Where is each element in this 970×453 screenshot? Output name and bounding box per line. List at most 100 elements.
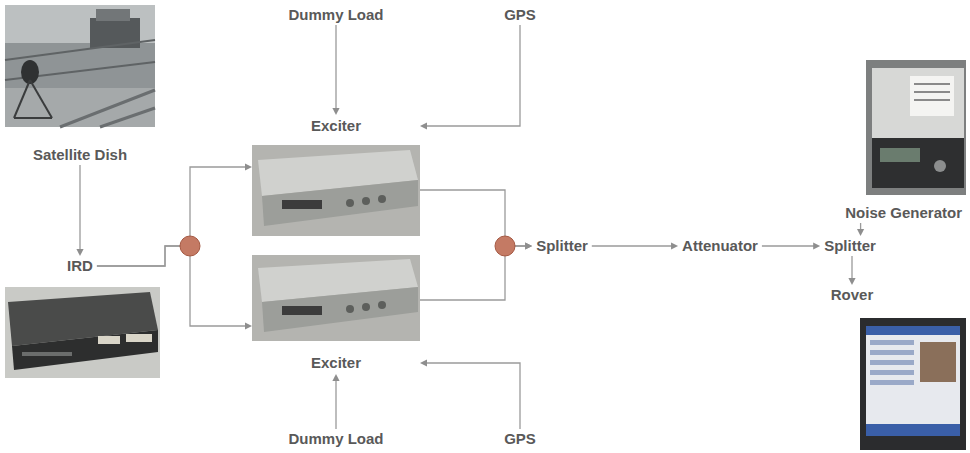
photo-ground [5, 5, 155, 127]
signal-connector [76, 165, 83, 256]
screen-row [870, 370, 914, 375]
signal-connector [592, 242, 678, 249]
arrow-head [525, 242, 532, 249]
railing [60, 90, 155, 127]
connector-line [592, 245, 672, 246]
signal-connector [762, 242, 820, 249]
device-front [262, 180, 418, 226]
node-text: Dummy Load [288, 430, 383, 448]
signal-connector [420, 25, 520, 130]
junction-dot [495, 236, 515, 256]
node-text: Rover [831, 286, 874, 304]
signal-connector [97, 163, 252, 266]
node-text: Dummy Load [288, 6, 383, 24]
arrow-head [525, 242, 532, 249]
device-knob [362, 197, 370, 205]
device-slot [22, 352, 72, 356]
node-text: Attenuator [682, 237, 758, 255]
arrow-head [245, 322, 252, 329]
connector-line [97, 167, 246, 266]
device-top [872, 68, 964, 138]
sticker-line [914, 83, 950, 85]
connector-line [97, 246, 246, 326]
rooftop-floor [5, 88, 155, 127]
node-text: Splitter [824, 237, 876, 255]
signal-connector [420, 359, 520, 429]
node-text: Exciter [311, 117, 361, 135]
device-knob [378, 301, 386, 309]
connector-line [860, 223, 861, 230]
screen-row [870, 360, 914, 365]
ird-photo [5, 287, 160, 378]
arrow-head [332, 108, 339, 115]
exciter-photo [252, 145, 420, 236]
satellite-dish-photo [5, 5, 155, 127]
noise-generator-photo [866, 60, 966, 195]
arrow-head [848, 278, 855, 285]
node-label: GPS [500, 429, 540, 449]
signal-connector [857, 223, 864, 236]
signal-connector [97, 246, 252, 330]
photo-ground [252, 255, 420, 341]
node-label: IRD [63, 256, 97, 276]
sticker-line [914, 91, 950, 93]
dish-mount [14, 117, 52, 119]
device-front [872, 138, 964, 188]
junction-dot [180, 236, 200, 256]
screen-footer [866, 424, 960, 436]
signal-connector [420, 190, 532, 250]
signal-connector [420, 242, 532, 300]
device-display [282, 200, 322, 209]
screen-row [870, 340, 914, 345]
node-text: Exciter [311, 354, 361, 372]
screen-row [870, 350, 914, 355]
arrow-head [671, 242, 678, 249]
device-knob [378, 195, 386, 203]
rooftop-box [96, 9, 130, 21]
screen-header [866, 326, 960, 335]
connector-line [426, 25, 520, 126]
node-label: Attenuator [678, 236, 762, 256]
device-front [12, 330, 158, 370]
dish-mount [30, 80, 52, 118]
arrow-head [857, 229, 864, 236]
device-display [880, 148, 920, 162]
signal-connector [332, 25, 339, 115]
node-text: GPS [504, 6, 536, 24]
photo-ground [866, 60, 966, 195]
arrow-head [420, 122, 427, 129]
node-text: Noise Generator [845, 204, 962, 222]
screen-picture [920, 342, 956, 382]
rover-photo [860, 318, 966, 450]
arrow-head [813, 242, 820, 249]
device-display [282, 306, 322, 315]
node-label: Dummy Load [284, 429, 387, 449]
node-label: Rover [827, 285, 878, 305]
node-label: Splitter [532, 236, 592, 256]
railing [5, 40, 155, 60]
node-text: IRD [67, 257, 93, 275]
photo-ground [252, 145, 420, 236]
node-label: Dummy Load [284, 5, 387, 25]
dish-mount [14, 80, 30, 118]
device-sticker [910, 76, 954, 116]
railing [100, 108, 155, 127]
connector-line [335, 380, 336, 429]
node-label: GPS [500, 5, 540, 25]
connector-line [79, 165, 80, 250]
device-screen [866, 326, 960, 436]
arrow-head [332, 374, 339, 381]
device-knob [346, 199, 354, 207]
device-bezel [860, 318, 966, 450]
device-knob [346, 305, 354, 313]
screen-row [870, 380, 914, 385]
connector-line [762, 245, 814, 246]
node-label: Noise Generator [841, 203, 966, 223]
photo-ground [5, 287, 160, 378]
signal-connector [332, 374, 339, 429]
device-sticker [98, 336, 120, 344]
device-front [262, 287, 418, 332]
